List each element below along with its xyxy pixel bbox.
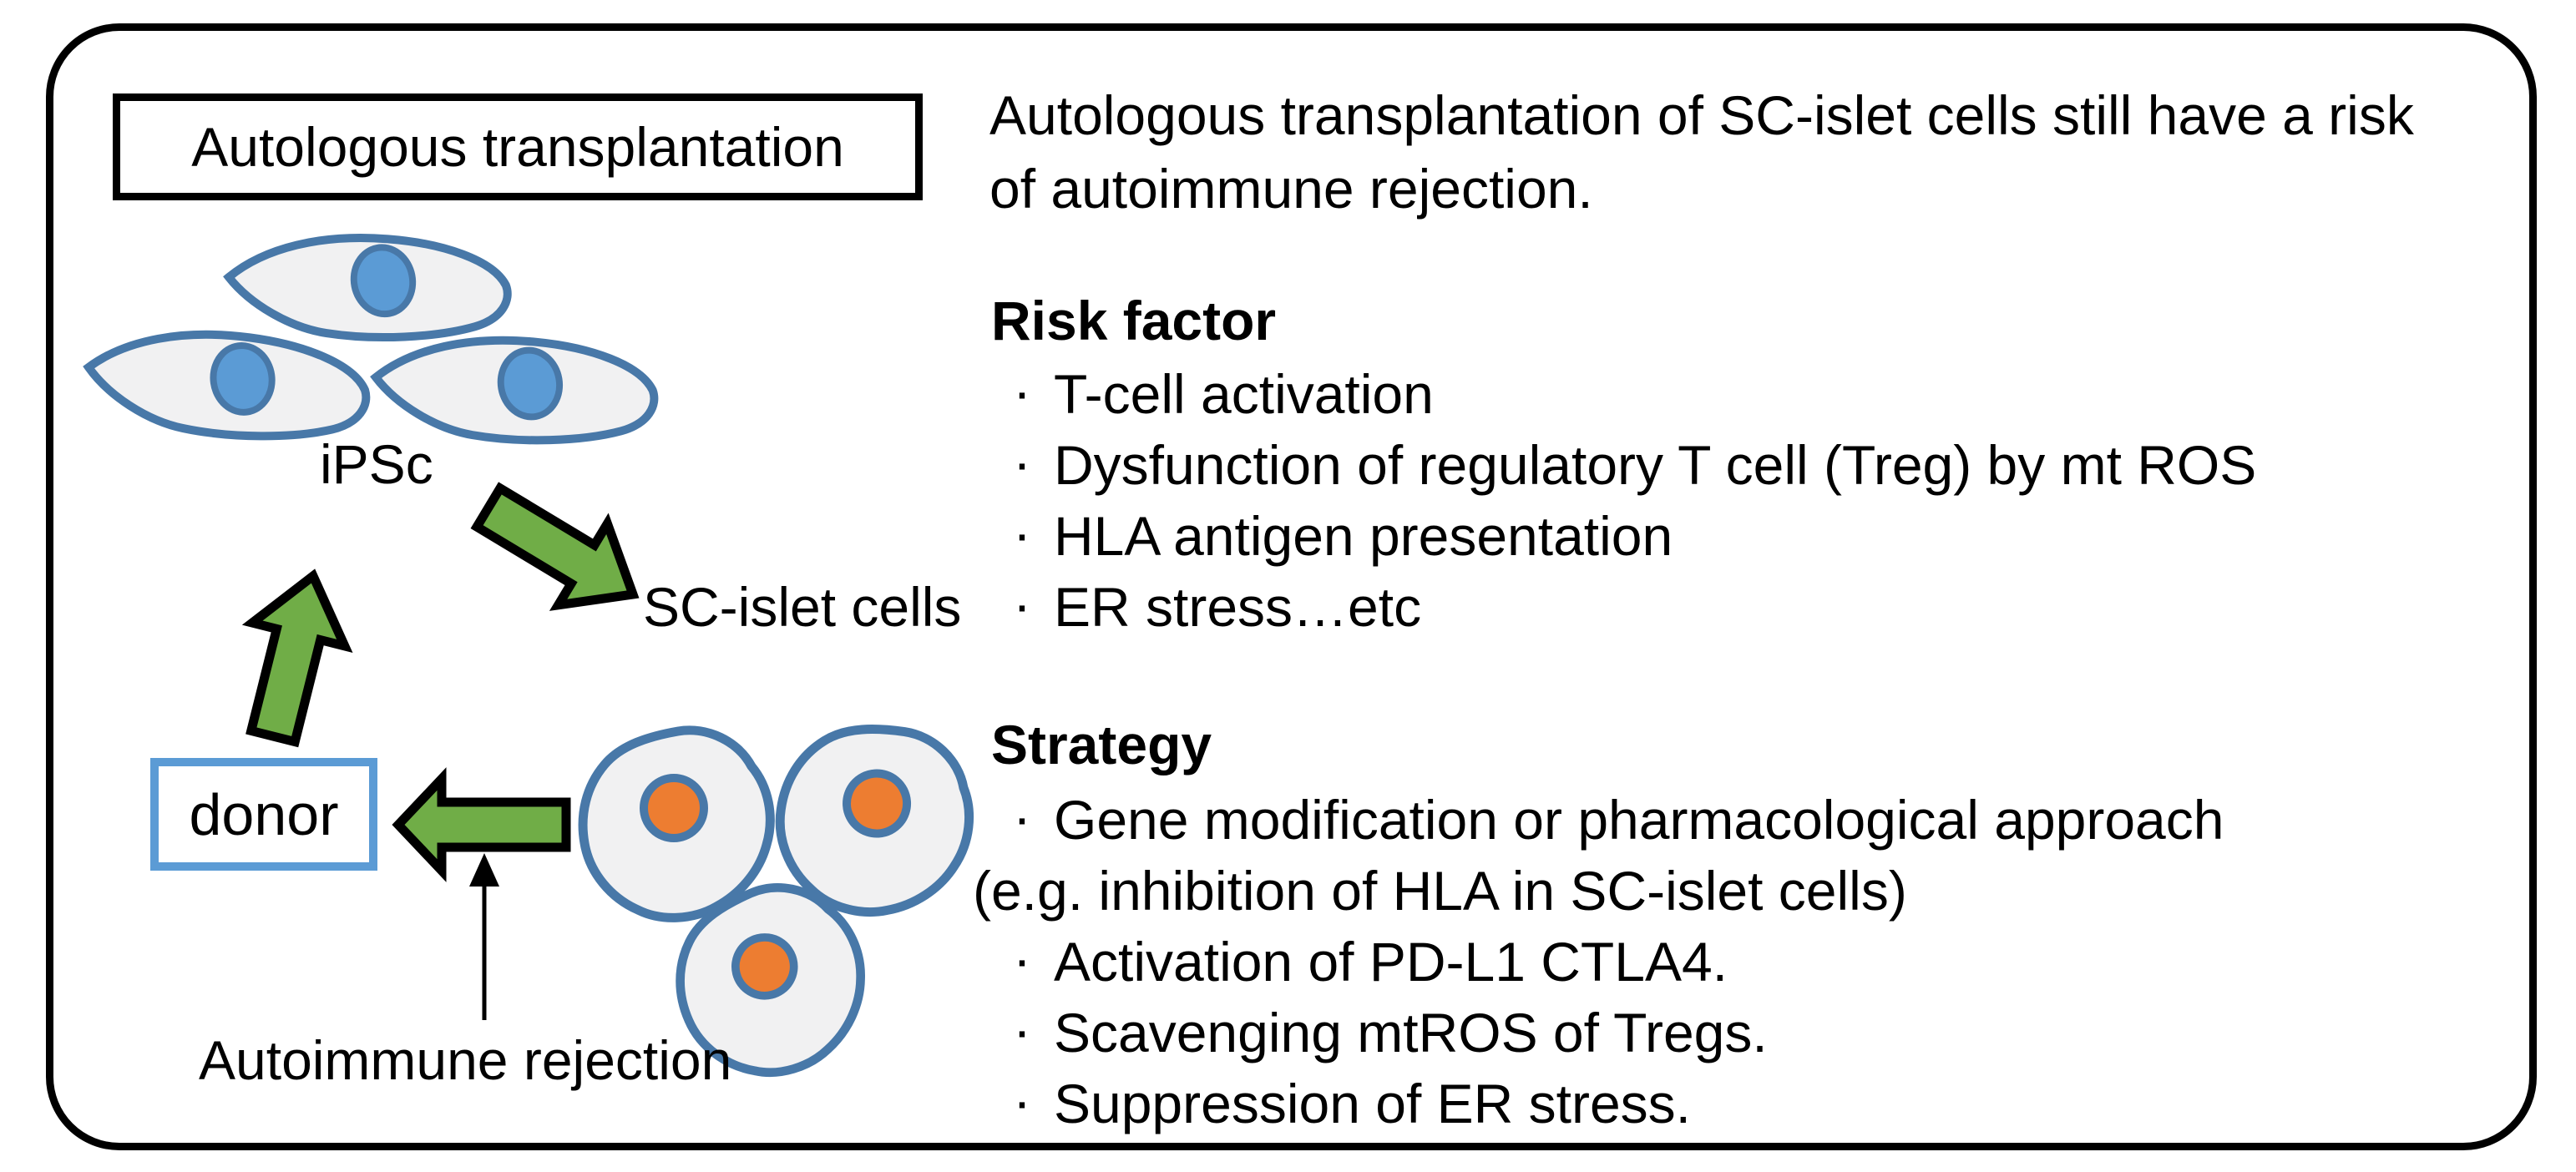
bullet-icon: ·: [1013, 361, 1031, 422]
bullet-icon: ·: [1013, 503, 1031, 564]
strategy-heading: Strategy: [991, 714, 1212, 775]
ipsc-cell-icon: [84, 235, 655, 444]
strategy-item: · Activation of PD-L1 CTLA4.: [989, 927, 2224, 998]
ipsc-label: iPSc: [320, 433, 433, 495]
bullet-icon: ·: [1013, 786, 1031, 848]
title-box: Autologous transplantation: [113, 93, 923, 200]
sc-islet-label: SC-islet cells: [643, 576, 962, 638]
intro-line-1: Autologous transplantation of SC-islet c…: [989, 84, 2414, 146]
intro-line-2: of autoimmune rejection.: [989, 158, 1593, 220]
strategy-item-note: (e.g. inhibition of HLA in SC-islet cell…: [973, 860, 1907, 922]
arrow-donor-to-ipsc: [241, 568, 353, 748]
arrow-autoimmune-rejection: [469, 853, 499, 1020]
figure-frame: [46, 23, 2537, 1150]
donor-label: donor: [189, 781, 339, 847]
strategy-item: · Gene modification or pharmacological a…: [989, 785, 2224, 856]
risk-factor-list: · T-cell activation · Dysfunction of reg…: [989, 359, 2256, 643]
risk-item: · HLA antigen presentation: [989, 501, 2256, 572]
title-box-label: Autologous transplantation: [191, 116, 844, 178]
bullet-icon: ·: [1013, 573, 1031, 635]
strategy-list: · Gene modification or pharmacological a…: [973, 785, 2224, 1139]
autoimmune-rejection-label: Autoimmune rejection: [199, 1029, 732, 1091]
bullet-icon: ·: [1013, 999, 1031, 1061]
bullet-icon: ·: [1013, 928, 1031, 990]
strategy-item: · Scavenging mtROS of Tregs.: [989, 998, 2224, 1068]
bullet-icon: ·: [1013, 432, 1031, 493]
risk-item: · Dysfunction of regulatory T cell (Treg…: [989, 430, 2256, 501]
arrow-sc-islet-to-donor: [392, 767, 571, 882]
risk-factor-heading: Risk factor: [991, 290, 1277, 351]
risk-item: · T-cell activation: [989, 359, 2256, 430]
donor-box: donor: [150, 758, 377, 871]
risk-item: · ER stress…etc: [989, 572, 2256, 643]
strategy-item: · Suppression of ER stress.: [989, 1068, 2224, 1139]
arrow-ipsc-to-sc-islet: [470, 482, 640, 611]
bullet-icon: ·: [1013, 1070, 1031, 1132]
intro-text: Autologous transplantation of SC-islet c…: [989, 78, 2414, 225]
